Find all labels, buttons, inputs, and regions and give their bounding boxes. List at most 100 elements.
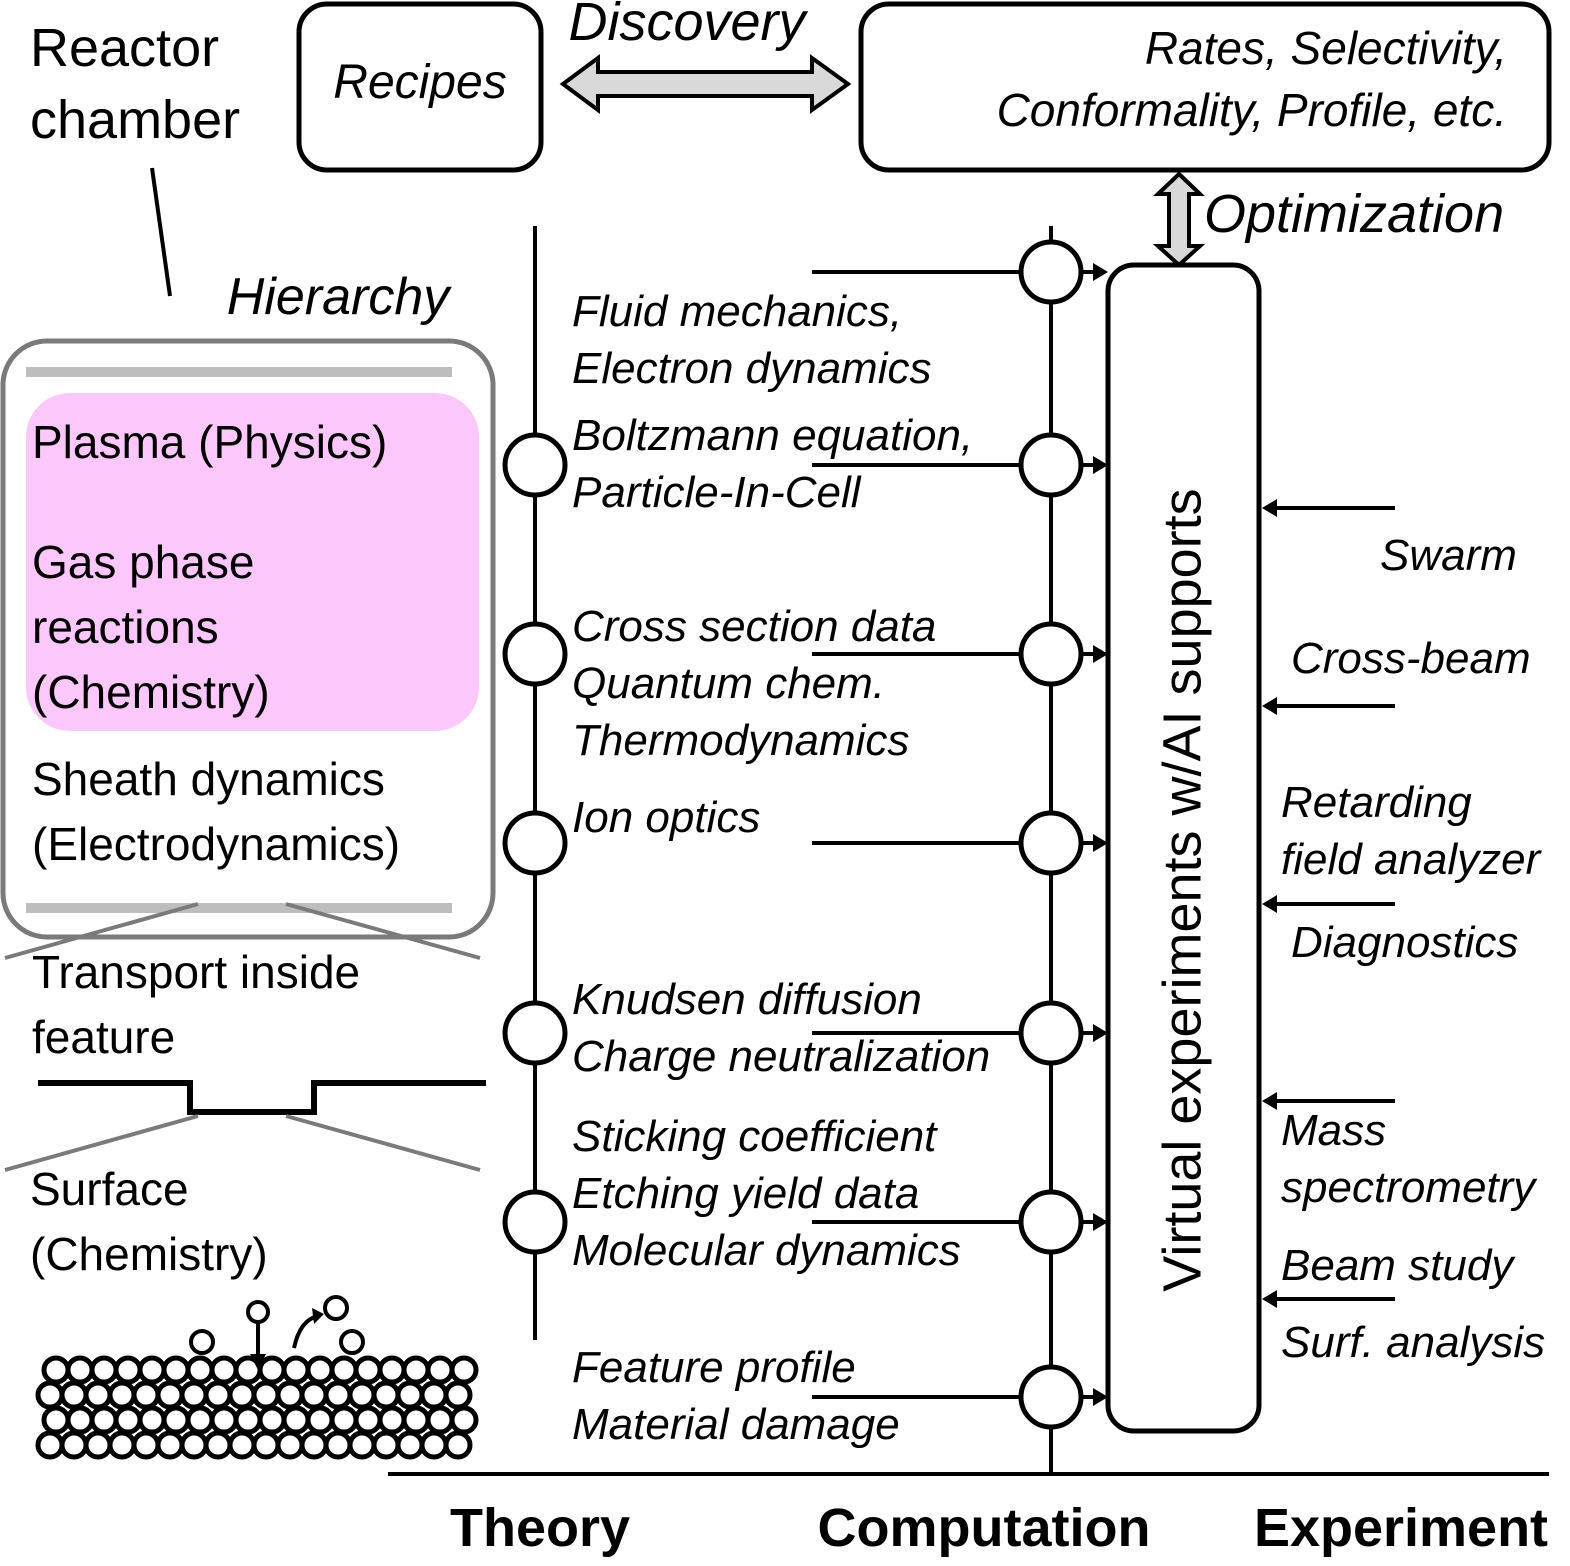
surface-atom: [209, 1355, 239, 1385]
surface-atom: [305, 1405, 335, 1435]
surface-atom: [65, 1355, 95, 1385]
surface-atom: [443, 1380, 473, 1410]
surface-atom: [419, 1380, 449, 1410]
theory-label-line: Sticking coefficient: [572, 1112, 938, 1161]
surface-atom: [113, 1355, 143, 1385]
surface-atom: [275, 1380, 305, 1410]
gas-label-line1: Gas phase: [32, 536, 254, 588]
surface-atom: [131, 1380, 161, 1410]
sheath-label-line2: (Electrodynamics): [32, 818, 400, 870]
theory-node: [502, 432, 568, 498]
surface-atom: [305, 1355, 335, 1385]
theory-label-line: Electron dynamics: [572, 344, 931, 393]
reactor-pointer-line: [150, 167, 172, 297]
gas-label-line2: reactions: [32, 601, 219, 653]
surface-atom: [89, 1355, 119, 1385]
surface-atom: [401, 1405, 431, 1435]
desorption-arrowhead: [312, 1308, 324, 1324]
surface-atom: [179, 1380, 209, 1410]
desorbing-particle: [323, 1295, 349, 1321]
surface-atom: [203, 1380, 233, 1410]
surface-atom: [41, 1355, 71, 1385]
computation-rows: [812, 239, 1108, 1430]
theory-label-line: Molecular dynamics: [572, 1226, 961, 1275]
surface-atom: [137, 1355, 167, 1385]
surface-atom: [323, 1430, 353, 1460]
transport-label-line1: Transport inside: [32, 946, 360, 998]
outcomes-line2: Conformality, Profile, etc.: [997, 84, 1507, 136]
surface-atom: [155, 1430, 185, 1460]
experiment-label-line: Diagnostics: [1291, 918, 1518, 967]
experiment-label-line: Surf. analysis: [1281, 1318, 1545, 1367]
surface-atom: [131, 1430, 161, 1460]
experiment-axis-label: Experiment: [1254, 1498, 1548, 1558]
surface-atom: [107, 1430, 137, 1460]
surface-atom: [395, 1380, 425, 1410]
plasma-label: Plasma (Physics): [32, 416, 387, 468]
surface-atom: [329, 1355, 359, 1385]
experiment-label-line: Swarm: [1380, 531, 1517, 580]
theory-label-line: Cross section data: [572, 602, 936, 651]
theory-nodes: [502, 432, 568, 1255]
surface-atom: [161, 1355, 191, 1385]
theory-label-line: Fluid mechanics,: [572, 287, 902, 336]
computation-node: [1018, 1364, 1084, 1430]
surface-atom: [89, 1405, 119, 1435]
computation-node: [1018, 810, 1084, 876]
surface-atom: [185, 1355, 215, 1385]
theory-label-line: Thermodynamics: [572, 716, 909, 765]
surface-atom: [209, 1405, 239, 1435]
surface-atom: [65, 1405, 95, 1435]
computation-axis-label: Computation: [818, 1498, 1151, 1558]
surface-atom: [137, 1405, 167, 1435]
surface-atom: [161, 1405, 191, 1435]
surface-atom: [257, 1405, 287, 1435]
surface-atom: [41, 1405, 71, 1435]
recipes-box: [296, 1, 544, 173]
theory-node: [502, 810, 568, 876]
surface-atom: [35, 1380, 65, 1410]
reactor-label-line1: Reactor: [30, 18, 219, 78]
surface-atom: [233, 1405, 263, 1435]
theory-label-line: Particle-In-Cell: [572, 468, 862, 517]
surface-atom: [203, 1430, 233, 1460]
theory-labels: Fluid mechanics, Electron dynamicsBoltzma…: [572, 287, 990, 1449]
surface-atom: [329, 1405, 359, 1435]
theory-label-line: Boltzmann equation,: [572, 411, 973, 460]
theory-label-line: Charge neutralization: [572, 1032, 990, 1081]
surface-atom: [281, 1405, 311, 1435]
surface-atom: [281, 1355, 311, 1385]
computation-node: [1018, 239, 1084, 305]
sheath-label-line1: Sheath dynamics: [32, 753, 385, 805]
experiment-label-line: field analyzer: [1281, 835, 1543, 884]
experiment-arrowhead: [1262, 697, 1277, 715]
incoming-particle: [246, 1300, 270, 1324]
surface-label-line1: Surface: [30, 1163, 189, 1215]
surface-atom: [353, 1355, 383, 1385]
surface-atom: [425, 1355, 455, 1385]
hierarchy-title: Hierarchy: [227, 268, 452, 326]
experiment-arrowhead: [1262, 1092, 1277, 1110]
experiment-label-line: Beam study: [1281, 1241, 1516, 1290]
theory-axis-label: Theory: [450, 1498, 630, 1558]
surface-atom: [401, 1355, 431, 1385]
surface-atom: [251, 1380, 281, 1410]
experiment-arrowhead: [1262, 1290, 1277, 1308]
theory-node: [502, 1189, 568, 1255]
surface-atom: [227, 1380, 257, 1410]
surface-atom: [377, 1355, 407, 1385]
computation-arrowhead: [1093, 834, 1108, 852]
gas-label-line3: (Chemistry): [32, 666, 270, 718]
surface-atom: [257, 1355, 287, 1385]
optimization-double-arrow: [1152, 171, 1206, 268]
surface-atoms: [35, 1355, 479, 1460]
surface-atom: [251, 1430, 281, 1460]
theory-label-line: Feature profile: [572, 1343, 856, 1392]
surface-atom: [395, 1430, 425, 1460]
computation-node: [1018, 621, 1084, 687]
zoom-line-upper-left: [4, 902, 199, 960]
computation-node: [1018, 1000, 1084, 1066]
